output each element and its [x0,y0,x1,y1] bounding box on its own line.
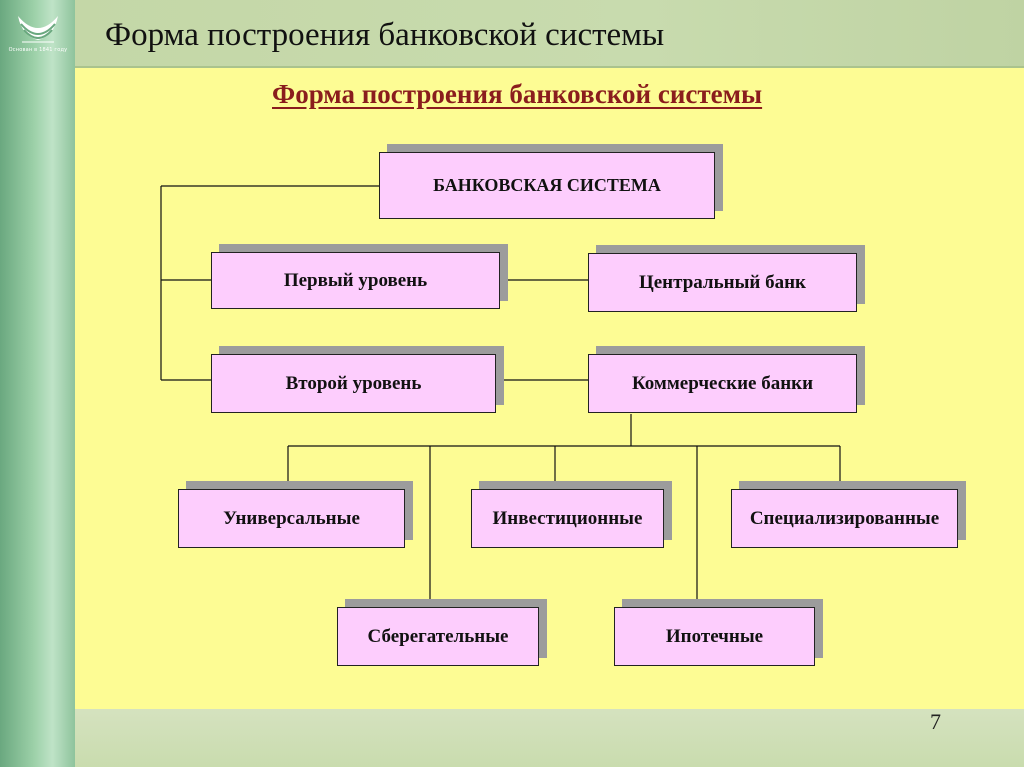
node-universal: Универсальные [178,489,405,548]
node-second-level: Второй уровень [211,354,496,413]
page-number: 7 [930,709,941,734]
diagram-title: Форма построения банковской системы [272,79,763,109]
node-central-bank: Центральный банк [588,253,857,312]
node-specialized: Специализированные [731,489,958,548]
node-savings: Сберегательные [337,607,539,666]
node-first-level: Первый уровень [211,252,500,309]
footer-bar [75,709,1024,767]
header-bar: Форма построения банковской системы [75,0,1024,68]
node-banking-system: БАНКОВСКАЯ СИСТЕМА [379,152,715,219]
sidebar-band [0,0,75,767]
page-title: Форма построения банковской системы [105,17,665,53]
node-investment: Инвестиционные [471,489,664,548]
node-commercial-banks: Коммерческие банки [588,354,857,413]
sberbank-logo-icon [18,16,58,43]
node-mortgage: Ипотечные [614,607,815,666]
logo-caption: Основан в 1841 году [8,47,68,53]
